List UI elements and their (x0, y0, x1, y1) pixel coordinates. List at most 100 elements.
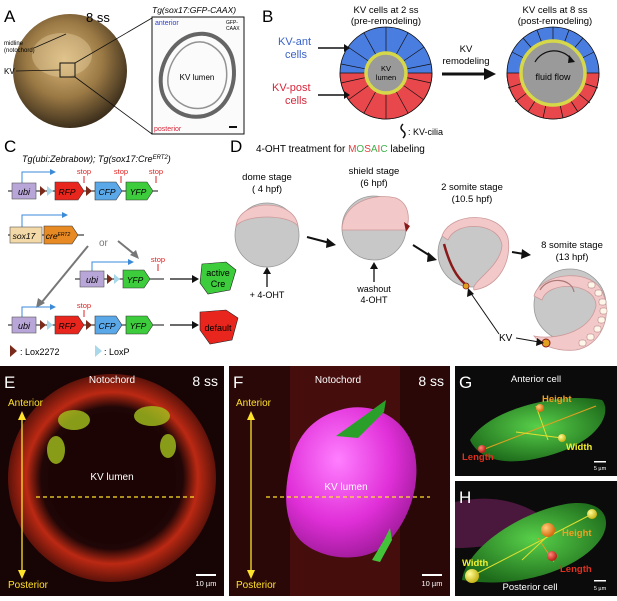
panel-a-scale-bar (229, 126, 237, 128)
dome-blastoderm (235, 204, 299, 228)
panel-h-width: Width (462, 558, 488, 569)
panel-b-post-cells-1: KV-post (272, 82, 311, 94)
panel-b-remodeling-2: remodeling (443, 56, 490, 67)
panel-e-stage: 8 ss (192, 373, 218, 389)
panel-f-green-cell-bottom (372, 528, 392, 562)
panel-h-length: Length (560, 564, 592, 575)
loxp-label: : LoxP (104, 347, 130, 357)
panel-g-title: Anterior cell (511, 374, 561, 385)
construct-excised: ubi YFP stop (75, 255, 199, 289)
panel-c-title: Tg(ubi:Zebrabow); Tg(sox17:CreERT2) (22, 154, 171, 164)
construct-zebrabow: ubi RFP stop CFP stop YFP stop (8, 167, 163, 201)
zoom-line-top (74, 17, 153, 64)
somite2-stage-1: 2 somite stage (441, 182, 503, 193)
panel-g-height: Height (542, 394, 572, 405)
c4-ubi: ubi (18, 321, 31, 331)
zoom-line-bottom (74, 76, 153, 135)
panel-a-gfp-1: GFP- (226, 20, 238, 26)
ant-cells-arrowhead (344, 44, 350, 52)
panel-g-width: Width (566, 442, 592, 453)
panel-e-notochord: Notochord (89, 375, 135, 386)
c1-cfp: CFP (99, 187, 116, 197)
kv-pre-rosette: KV lumen (339, 26, 433, 120)
embryo-highlight (32, 33, 92, 77)
loxp-icon (95, 345, 102, 357)
kv-arrowhead-left (467, 288, 474, 297)
panel-g-letter: G (459, 373, 472, 392)
dome-stage-1: dome stage (242, 172, 292, 183)
panel-d-letter: D (230, 137, 242, 156)
panel-c: C Tg(ubi:Zebrabow); Tg(sox17:CreERT2) ub… (4, 137, 239, 357)
panel-e-lumen: KV lumen (90, 472, 133, 483)
construct-sox17-cre: sox17 creERT2 (8, 212, 84, 245)
panel-d-kv-label: KV (499, 333, 513, 344)
panel-b-letter: B (262, 7, 273, 26)
fluid-flow-arrowhead (568, 55, 575, 63)
panel-a: A 8 ss midline (notochord) KV Tg(sox17:G… (4, 5, 245, 135)
dome-stage-2: ( 4 hpf) (252, 184, 282, 195)
construct-default: ubi RFP stop CFP YFP (8, 301, 199, 335)
c1-rfp: RFP (59, 187, 76, 197)
panel-b-post-title-1: KV cells at 8 ss (523, 5, 588, 16)
kv-post-rosette: fluid flow (506, 26, 600, 120)
panel-d-title: 4-OHT treatment for MOSAIC labeling (256, 144, 425, 155)
panel-f-letter: F (233, 373, 243, 392)
panel-f-axis-top (247, 411, 255, 420)
panel-c-or: or (99, 238, 109, 249)
panel-e-scalebar (196, 574, 216, 576)
panel-c-letter: C (4, 137, 16, 156)
panel-e-letter: E (4, 373, 15, 392)
panel-e-lumen-dark (48, 412, 176, 544)
h-length-axis (471, 513, 593, 577)
panel-g: G Anterior cell Height Width Length 5 µm (455, 366, 617, 476)
panel-b-pre-title-1: KV cells at 2 ss (354, 5, 419, 16)
default-blob (199, 309, 239, 345)
washout-1: washout (356, 284, 391, 294)
or-arrow-left (41, 245, 89, 303)
cilia-icon (400, 123, 406, 139)
panel-b-post-title-2: (post-remodeling) (518, 16, 592, 27)
somite2-kv (462, 282, 470, 290)
shield-blastoderm (341, 196, 409, 231)
g-width-axis (515, 431, 563, 439)
midline-pointer (33, 33, 67, 49)
kv-arrow-right (515, 337, 540, 343)
fluid-flow-arrow (534, 50, 573, 63)
panel-g-scale: 5 µm (594, 466, 607, 472)
somite8-stage-1: 8 somite stage (541, 240, 603, 251)
c3-stop: stop (151, 255, 165, 264)
panel-f-kv-surface (286, 407, 417, 558)
panel-f-stage: 8 ss (418, 373, 444, 389)
active-cre-1: active (206, 268, 230, 278)
panel-f-green-cell-top (336, 400, 386, 438)
c2-sox17: sox17 (13, 231, 36, 241)
panel-b-cilia-label: : KV-cilia (408, 127, 443, 137)
panel-e-posterior: Posterior (8, 580, 49, 591)
kv-arrow-left (469, 291, 500, 335)
panel-b-post-cells-2: cells (285, 95, 308, 107)
g-length-axis (481, 405, 597, 451)
panel-e-green-cells (47, 406, 176, 464)
panel-h-scalebar (594, 580, 606, 582)
panel-a-gfp-2: CAAX (226, 26, 240, 32)
panel-g-length: Length (462, 452, 494, 463)
panel-b-lumen-2: lumen (376, 73, 396, 82)
midline-label-1: midline (4, 41, 24, 47)
g-height-ball (536, 404, 544, 412)
panel-f-anterior: Anterior (236, 398, 272, 409)
panel-b-lumen-1: KV (381, 64, 391, 73)
h-length-ball (547, 551, 557, 561)
midline-label-2: (notochord) (4, 48, 35, 54)
panel-a-posterior: posterior (154, 126, 182, 133)
panel-g-scalebar (594, 461, 606, 463)
2ss-to-8ss-arrowhead (521, 249, 531, 259)
c1-stop-2: stop (114, 167, 128, 176)
shield-thickening (404, 222, 410, 232)
washout-2: 4-OHT (361, 295, 389, 305)
h-width-ball (465, 569, 479, 583)
dome-to-shield-arrowhead (326, 238, 336, 248)
shield-stage-2: (6 hpf) (360, 178, 387, 189)
panel-b-ant-cells-2: cells (285, 49, 308, 61)
panel-b: B KV cells at 2 ss (pre-remodeling) KV c… (262, 5, 600, 139)
kv-pointer (15, 69, 61, 72)
